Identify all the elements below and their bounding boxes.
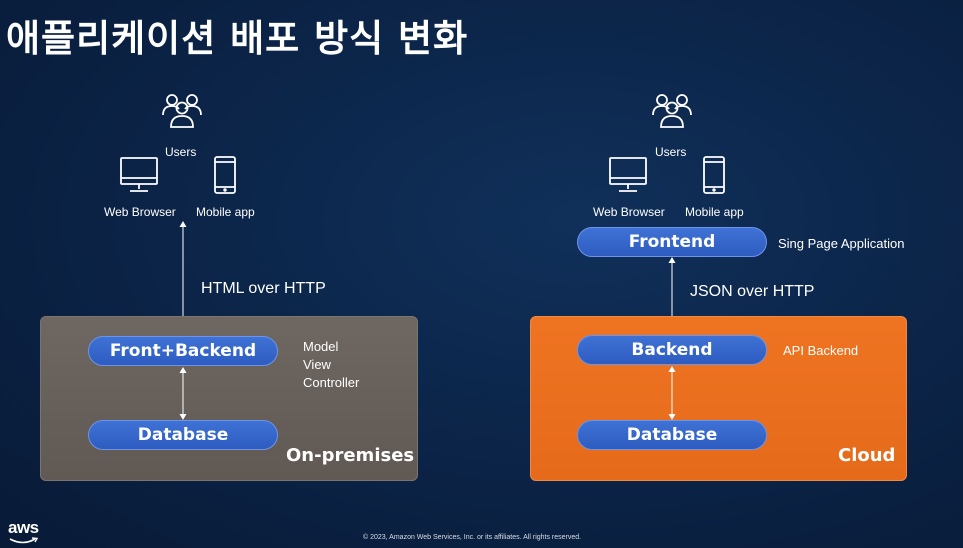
aws-logo: aws <box>8 518 39 544</box>
database-box-left: Database <box>88 420 278 450</box>
monitor-icon <box>120 157 158 192</box>
spa-note: Sing Page Application <box>778 236 905 251</box>
aws-logo-text: aws <box>8 518 39 537</box>
mobile-phone-icon <box>214 156 236 194</box>
users-icon <box>162 94 202 128</box>
arrow-frontbackend-database <box>179 367 187 420</box>
arrow-backend-database <box>668 366 676 420</box>
aws-smile-icon <box>9 537 39 544</box>
users-label: Users <box>655 145 687 159</box>
slide-title: 애플리케이션 배포 방식 변화 <box>6 17 469 60</box>
mobile-app-label: Mobile app <box>196 205 255 219</box>
front-backend-box: Front+Backend <box>88 336 278 366</box>
mobile-phone-icon <box>703 156 725 194</box>
copyright-text: © 2023, Amazon Web Services, Inc. or its… <box>363 534 582 541</box>
on-premises-label: On-premises <box>286 445 415 466</box>
mvc-list: Model View Controller <box>303 338 359 392</box>
html-over-http-label: HTML over HTTP <box>201 280 326 297</box>
users-label: Users <box>165 145 197 159</box>
json-over-http-label: JSON over HTTP <box>690 283 815 300</box>
mvc-view: View <box>303 357 331 372</box>
web-browser-label: Web Browser <box>593 205 665 219</box>
mvc-controller: Controller <box>303 375 360 390</box>
database-box-right: Database <box>577 420 767 450</box>
mobile-app-label: Mobile app <box>685 205 744 219</box>
monitor-icon <box>609 157 647 192</box>
frontend-box: Frontend <box>577 227 767 257</box>
web-browser-label: Web Browser <box>104 205 176 219</box>
cloud-label: Cloud <box>838 445 896 466</box>
backend-box: Backend <box>577 335 767 365</box>
mvc-model: Model <box>303 339 339 354</box>
users-icon <box>652 94 692 128</box>
api-backend-note: API Backend <box>783 343 859 358</box>
